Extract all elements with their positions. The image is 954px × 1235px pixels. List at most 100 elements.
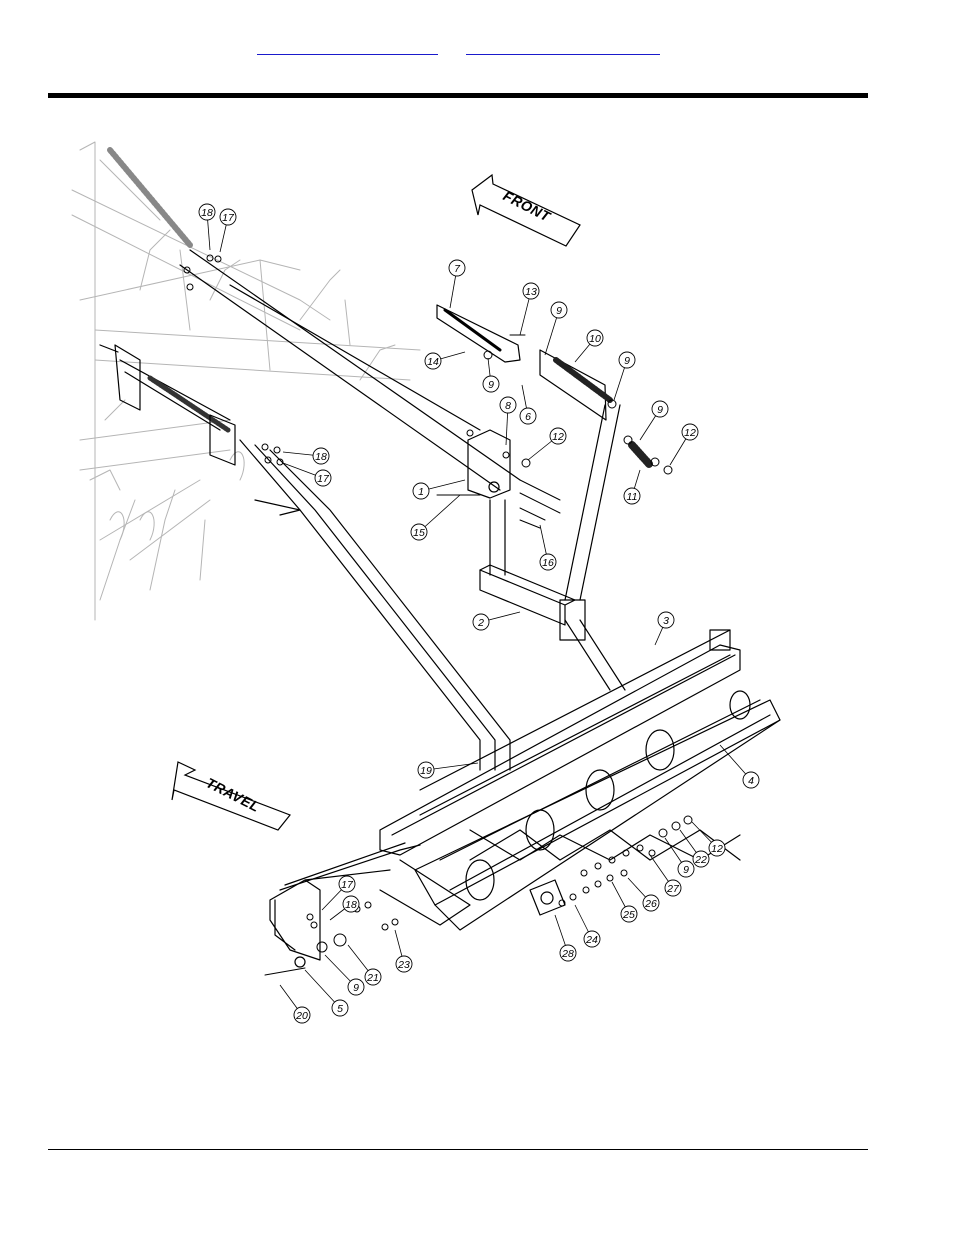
- callout-number: 20: [295, 1010, 308, 1022]
- callout-25: 25: [611, 881, 638, 923]
- callout-9: 9: [544, 301, 568, 356]
- callout-13: 13: [519, 282, 540, 336]
- callout-circle: [623, 487, 641, 505]
- callout-12: 12: [669, 423, 699, 466]
- callout-2: 2: [472, 611, 521, 631]
- callout-6: 6: [519, 384, 537, 425]
- callout-18: 18: [329, 895, 360, 921]
- callout-leader: [304, 969, 341, 1009]
- callout-number: 12: [711, 843, 723, 855]
- callout-circle: [620, 905, 638, 923]
- hardware-parts: [183, 254, 693, 976]
- callout-19: 19: [417, 761, 479, 779]
- callout-9: 9: [324, 954, 365, 996]
- front-direction-arrow: FRONT: [471, 173, 581, 247]
- callout-number: 21: [366, 972, 379, 984]
- callout-circle: [312, 447, 330, 465]
- callout-number: 24: [585, 934, 598, 946]
- callout-number: 22: [694, 854, 707, 866]
- callout-circle: [692, 850, 710, 868]
- callout-17: 17: [219, 208, 237, 253]
- callout-circle: [198, 203, 216, 221]
- callout-number: 26: [644, 898, 657, 910]
- callout-circle: [681, 423, 699, 441]
- callout-9: 9: [482, 357, 500, 393]
- callout-number: 4: [748, 775, 754, 787]
- callout-12: 12: [527, 427, 567, 461]
- callout-circle: [293, 1006, 311, 1024]
- callout-circle: [539, 553, 557, 571]
- callout-number: 18: [201, 207, 213, 219]
- callout-9: 9: [613, 351, 636, 401]
- callout-number: 17: [222, 212, 235, 224]
- callout-number: 12: [552, 431, 564, 443]
- callout-number: 14: [427, 356, 439, 368]
- callout-circle: [472, 613, 490, 631]
- callout-27: 27: [649, 854, 682, 897]
- callout-circle: [412, 482, 430, 500]
- callout-4: 4: [719, 744, 760, 789]
- callout-number: 27: [666, 883, 680, 895]
- callout-circle: [448, 259, 466, 277]
- callout-10: 10: [574, 329, 604, 363]
- callout-number: 9: [657, 404, 663, 416]
- callout-circle: [424, 352, 442, 370]
- callout-leader: [418, 494, 461, 533]
- callout-leader: [425, 762, 479, 771]
- callout-18: 18: [282, 447, 330, 465]
- callout-number: 16: [542, 557, 554, 569]
- callout-circle: [742, 771, 760, 789]
- callout-number: 10: [589, 333, 601, 345]
- callout-circle: [499, 396, 517, 414]
- callout-number: 23: [397, 959, 410, 971]
- callout-number: 28: [561, 948, 574, 960]
- callout-17: 17: [321, 875, 356, 911]
- callout-circle: [708, 839, 726, 857]
- callout-circle: [522, 282, 540, 300]
- callout-number: 5: [337, 1003, 343, 1015]
- callout-circle: [651, 400, 669, 418]
- callout-number: 7: [454, 263, 461, 275]
- callout-number: 9: [488, 379, 494, 391]
- callout-8: 8: [499, 396, 517, 446]
- callout-circle: [410, 523, 428, 541]
- callout-circle: [519, 407, 537, 425]
- callout-circle: [219, 208, 237, 226]
- callout-20: 20: [279, 984, 311, 1024]
- callout-9: 9: [639, 400, 669, 441]
- callout-28: 28: [554, 914, 577, 962]
- callout-circle: [342, 895, 360, 913]
- callout-circle: [586, 329, 604, 347]
- callout-circle: [618, 351, 636, 369]
- callout-circle: [364, 968, 382, 986]
- callout-number: 12: [684, 427, 696, 439]
- callout-26: 26: [627, 877, 660, 912]
- callout-circle: [482, 375, 500, 393]
- callout-12: 12: [691, 821, 726, 857]
- callout-number: 17: [317, 473, 330, 485]
- callout-22: 22: [679, 829, 710, 868]
- callout-number: 8: [505, 400, 511, 412]
- callout-number: 25: [622, 909, 635, 921]
- callout-15: 15: [410, 494, 461, 541]
- callout-number: 9: [683, 864, 689, 876]
- callout-number: 9: [624, 355, 630, 367]
- callout-number: 19: [420, 765, 432, 777]
- callout-circle: [314, 469, 332, 487]
- callout-number: 3: [663, 615, 669, 627]
- callout-circle: [677, 860, 695, 878]
- callout-number: 13: [525, 286, 537, 298]
- callout-14: 14: [424, 351, 466, 370]
- callout-number: 9: [556, 305, 562, 317]
- callout-16: 16: [539, 524, 557, 571]
- header-link-1[interactable]: [257, 38, 438, 55]
- callout-number: 2: [477, 617, 484, 629]
- callout-21: 21: [347, 944, 382, 986]
- callout-1: 1: [412, 479, 466, 500]
- header-rule: [48, 93, 868, 98]
- machine-drawing: [71, 141, 781, 976]
- callout-5: 5: [304, 969, 349, 1017]
- header-link-2[interactable]: [466, 38, 660, 55]
- callout-number: 18: [315, 451, 327, 463]
